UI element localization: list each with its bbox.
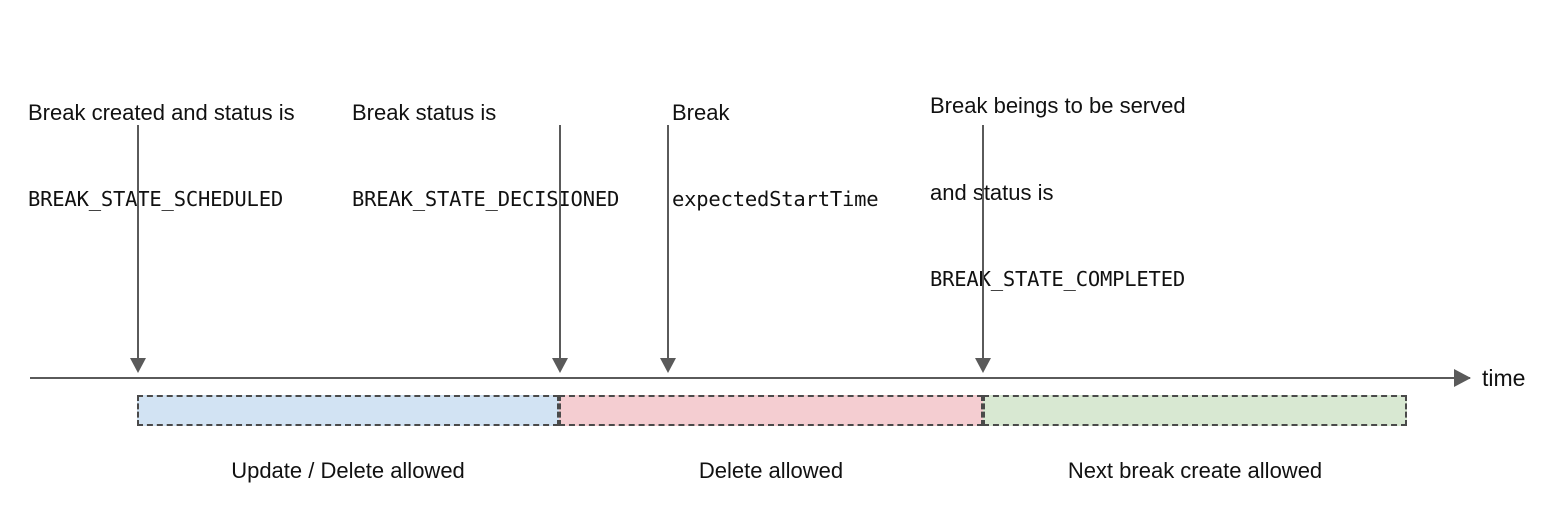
phase-caption-next-break-create: Next break create allowed [1067, 458, 1323, 483]
annotation-break-expected-start-time: Break expectedStartTime [672, 40, 879, 272]
marker-arrow-break-completed [982, 125, 984, 360]
marker-arrow-break-expected-start-time [667, 125, 669, 360]
phase-caption-update-delete: Update / Delete allowed [231, 458, 465, 483]
phase-bar-update-delete [137, 395, 559, 426]
marker-arrow-break-created [137, 125, 139, 360]
annotation-line-prose: and status is [930, 180, 1054, 205]
annotation-break-decisioned: Break status is BREAK_STATE_DECISIONED [352, 40, 619, 272]
timeline-axis-line [30, 377, 1470, 379]
annotation-line-state-constant: BREAK_STATE_DECISIONED [352, 187, 620, 211]
annotation-break-completed: Break beings to be served and status is … [930, 33, 1186, 352]
annotation-line-prose: Break status is [352, 100, 497, 125]
phase-caption-delete-only: Delete allowed [698, 458, 844, 483]
annotation-line-field-name: expectedStartTime [672, 187, 879, 211]
annotation-line-prose: Break created and status is [28, 100, 295, 125]
annotation-line-prose: Break [672, 100, 730, 125]
marker-arrow-break-decisioned [559, 125, 561, 360]
annotation-break-created: Break created and status is BREAK_STATE_… [28, 40, 295, 272]
phase-bar-next-break-create [983, 395, 1407, 426]
annotation-line-state-constant: BREAK_STATE_SCHEDULED [28, 187, 283, 211]
phase-bar-delete-only [559, 395, 983, 426]
annotation-line-prose: Break beings to be served [930, 93, 1186, 118]
annotation-line-state-constant: BREAK_STATE_COMPLETED [930, 267, 1185, 291]
timeline-axis-label: time [1482, 365, 1526, 391]
